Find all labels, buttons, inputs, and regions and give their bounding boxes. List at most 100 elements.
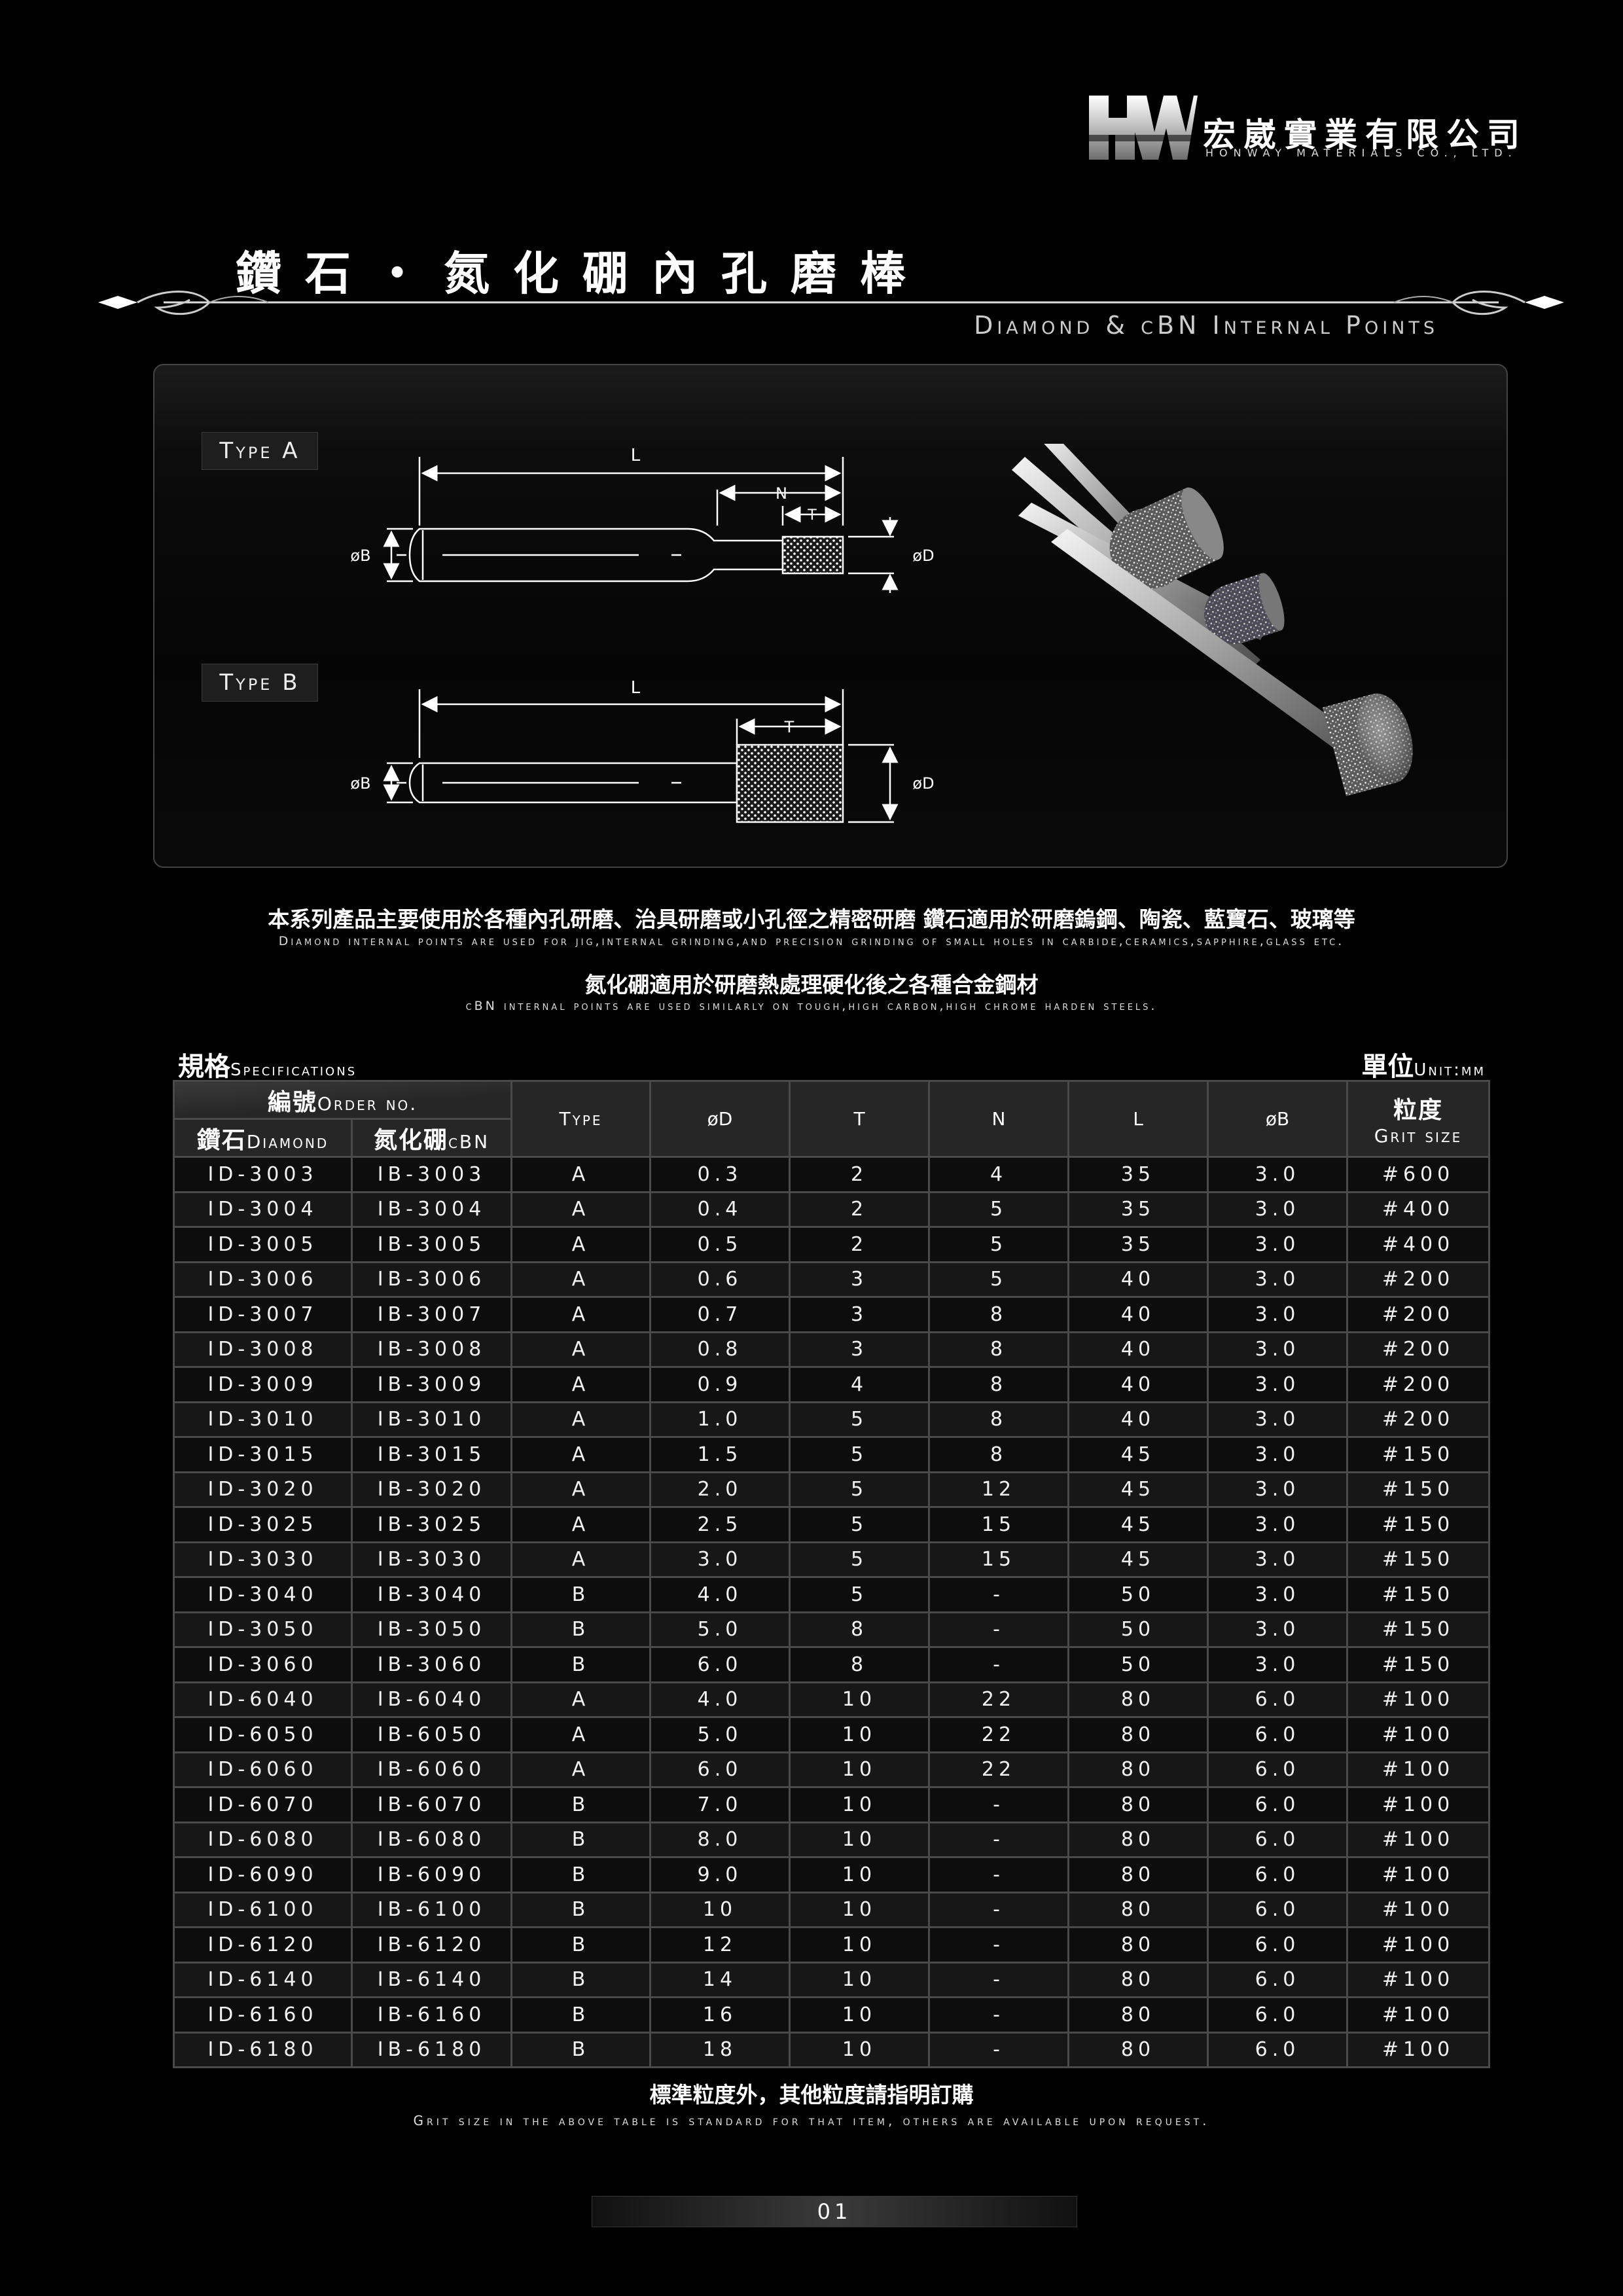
cell-diamond: ID-3007 <box>173 1296 353 1333</box>
cell-type: B <box>510 1996 652 2034</box>
cell-diamond: ID-6140 <box>173 1961 353 1998</box>
cell-diamond: ID-6180 <box>173 2031 353 2068</box>
header-order-en: Order no. <box>317 1092 418 1115</box>
cell-type: A <box>510 1716 652 1753</box>
company-name-zh: 宏崴實業有限公司 <box>1203 116 1527 154</box>
cell-d: 3.0 <box>649 1541 791 1578</box>
cell-d: 0.8 <box>649 1331 791 1368</box>
cell-t: 10 <box>789 1786 931 1823</box>
cell-l: 80 <box>1067 1821 1209 1858</box>
cell-d: 5.0 <box>649 1716 791 1753</box>
spec-title-en: Specifications <box>230 1060 357 1080</box>
cell-t: 10 <box>789 2031 931 2068</box>
header-n: N <box>928 1080 1070 1158</box>
description-zh-1: 本系列產品主要使用於各種內孔研磨、治具研磨或小孔徑之精密研磨 鑽石適用於研磨鎢鋼… <box>268 906 1355 932</box>
cell-b: 6.0 <box>1207 1996 1349 2034</box>
cell-n: 12 <box>928 1471 1070 1508</box>
cell-l: 45 <box>1067 1541 1209 1578</box>
type-a-label: Type A <box>202 432 318 470</box>
cell-d: 0.6 <box>649 1261 791 1298</box>
cell-n: 4 <box>928 1156 1070 1193</box>
cell-cbn: IB-6180 <box>350 2031 513 2068</box>
cell-diamond: ID-3025 <box>173 1506 353 1543</box>
cell-n: - <box>928 1961 1070 1998</box>
type-b-dim-d: øD <box>912 774 934 793</box>
cell-l: 80 <box>1067 1786 1209 1823</box>
cell-type: A <box>510 1506 652 1543</box>
cell-d: 7.0 <box>649 1786 791 1823</box>
cell-n: 8 <box>928 1296 1070 1333</box>
cell-l: 50 <box>1067 1576 1209 1613</box>
cell-cbn: IB-3004 <box>350 1191 513 1228</box>
cell-b: 3.0 <box>1207 1261 1349 1298</box>
company-name-en: HONWAY MATERIALS CO., LTD. <box>1205 147 1518 159</box>
cell-diamond: ID-6120 <box>173 1926 353 1964</box>
cell-t: 5 <box>789 1436 931 1473</box>
cell-diamond: ID-6080 <box>173 1821 353 1858</box>
cell-b: 3.0 <box>1207 1471 1349 1508</box>
cell-t: 2 <box>789 1156 931 1193</box>
cell-diamond: ID-3015 <box>173 1436 353 1473</box>
cell-d: 0.4 <box>649 1191 791 1228</box>
unit-title-en: Unit:mm <box>1414 1060 1486 1080</box>
cell-grit: #100 <box>1346 1996 1491 2034</box>
cell-grit: #150 <box>1346 1541 1491 1578</box>
company-logo: 宏崴實業有限公司 HONWAY MATERIALS CO., LTD. <box>1086 92 1558 170</box>
cell-d: 0.7 <box>649 1296 791 1333</box>
cell-grit: #150 <box>1346 1506 1491 1543</box>
cell-type: A <box>510 1681 652 1718</box>
cell-grit: #200 <box>1346 1331 1491 1368</box>
spec-table: 編號Order no. Type øD T N L øB 粒度 Grit siz… <box>172 1080 1491 2068</box>
header-b: øB <box>1207 1080 1349 1158</box>
cell-l: 80 <box>1067 1961 1209 1998</box>
cell-d: 0.3 <box>649 1156 791 1193</box>
dimension-drawings: L N T øB øD L T øB øD <box>350 446 935 823</box>
cell-b: 3.0 <box>1207 1436 1349 1473</box>
cell-grit: #200 <box>1346 1401 1491 1438</box>
cell-t: 2 <box>789 1191 931 1228</box>
cell-diamond: ID-6050 <box>173 1716 353 1753</box>
grit-note-zh: 標準粒度外，其他粒度請指明訂購 <box>649 2082 974 2108</box>
cell-b: 6.0 <box>1207 1961 1349 1998</box>
cell-grit: #100 <box>1346 1716 1491 1753</box>
cell-type: A <box>510 1261 652 1298</box>
cell-l: 35 <box>1067 1191 1209 1228</box>
cell-b: 3.0 <box>1207 1401 1349 1438</box>
cell-type: B <box>510 1646 652 1683</box>
cell-t: 5 <box>789 1576 931 1613</box>
cell-grit: #100 <box>1346 1786 1491 1823</box>
cell-t: 10 <box>789 1926 931 1964</box>
cell-diamond: ID-3010 <box>173 1401 353 1438</box>
cell-grit: #200 <box>1346 1296 1491 1333</box>
cell-type: B <box>510 1821 652 1858</box>
cell-d: 2.0 <box>649 1471 791 1508</box>
header-cbn: 氮化硼cBN <box>350 1118 513 1158</box>
cell-type: A <box>510 1751 652 1788</box>
type-b-dim-l: L <box>631 678 641 698</box>
cell-cbn: IB-6070 <box>350 1786 513 1823</box>
cell-l: 45 <box>1067 1506 1209 1543</box>
cell-diamond: ID-3006 <box>173 1261 353 1298</box>
header-cbn-en: cBN <box>448 1130 490 1153</box>
cell-t: 10 <box>789 1751 931 1788</box>
cell-grit: #200 <box>1346 1366 1491 1403</box>
cell-diamond: ID-6160 <box>173 1996 353 2034</box>
cell-t: 3 <box>789 1331 931 1368</box>
cell-type: B <box>510 1961 652 1998</box>
cell-b: 3.0 <box>1207 1296 1349 1333</box>
type-b-drawing <box>383 689 899 823</box>
header-diamond-zh: 鑽石 <box>196 1126 247 1154</box>
cell-grit: #150 <box>1346 1436 1491 1473</box>
cell-grit: #600 <box>1346 1156 1491 1193</box>
cell-cbn: IB-6050 <box>350 1716 513 1753</box>
cell-t: 4 <box>789 1366 931 1403</box>
cell-d: 0.5 <box>649 1226 791 1263</box>
cell-b: 3.0 <box>1207 1156 1349 1193</box>
page-title-zh: 鑽石・氮化硼內孔磨棒 <box>236 246 929 300</box>
